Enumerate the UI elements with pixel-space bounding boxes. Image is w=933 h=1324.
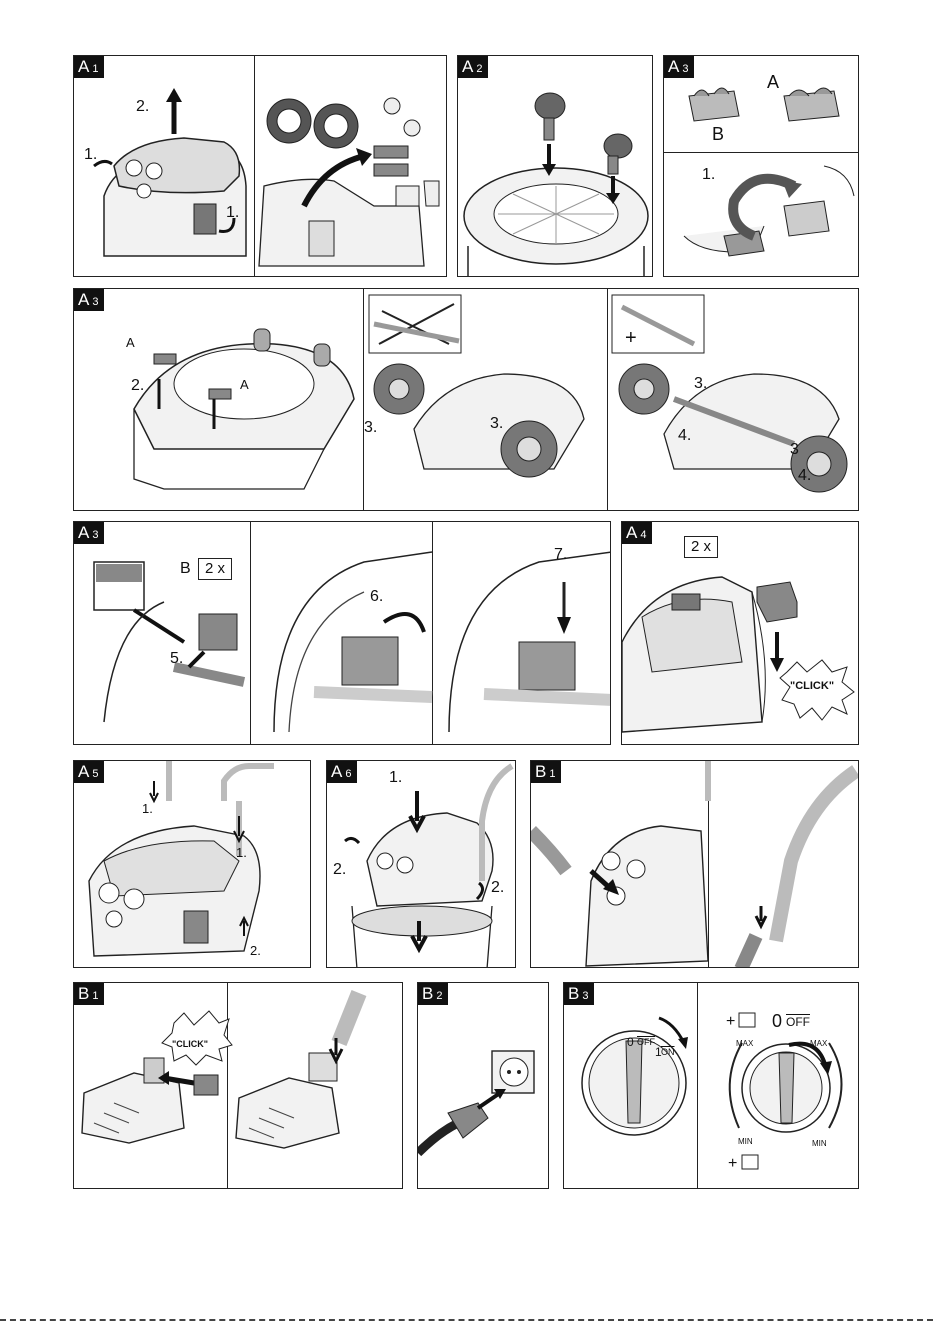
cover-cap-illustration	[622, 522, 859, 745]
step-label: 4.	[798, 467, 811, 485]
quantity-box: 2 x	[684, 536, 718, 558]
floor-nozzle-illustration	[74, 983, 403, 1189]
part-label-a: A	[126, 335, 135, 350]
power-plug-socket-illustration	[418, 983, 549, 1189]
wheel-clip-fitting-illustration	[74, 522, 611, 745]
step-label: 2.	[491, 879, 504, 897]
wheel-axle-assembly-illustration	[74, 289, 859, 511]
dial-max-left: MAX	[736, 1039, 753, 1048]
part-label-b: B	[180, 560, 191, 578]
step-label: 2.	[131, 377, 144, 395]
dial-max-right: MAX	[810, 1039, 827, 1048]
step-label: 2.	[333, 861, 346, 879]
step-label: 7.	[554, 546, 567, 564]
plus-sign: +	[625, 327, 637, 350]
part-label-b: B	[712, 124, 724, 145]
part-label-a: A	[240, 377, 249, 392]
vacuum-head-illustration	[74, 56, 447, 277]
dial-zero: 0	[772, 1011, 782, 1032]
step-label: 4.	[678, 427, 691, 445]
click-burst-text: "CLICK"	[172, 1039, 208, 1049]
dial-min-right: MIN	[812, 1139, 827, 1148]
handle-mounting-illustration	[74, 761, 311, 968]
step-label: 1.	[84, 146, 97, 164]
head-locking-illustration	[327, 761, 516, 968]
rotary-switch-illustration	[564, 983, 859, 1189]
step-label: 3.	[364, 419, 377, 437]
step-label: 1.	[389, 769, 402, 787]
step-label: 5.	[170, 650, 183, 668]
step-label: 3.	[490, 415, 503, 433]
step-label: 2.	[250, 943, 261, 958]
part-label-a: A	[767, 72, 779, 93]
cut-line	[0, 1319, 933, 1321]
step-label: 1.	[702, 166, 715, 184]
hose-connection-illustration	[531, 761, 859, 968]
dial-on-text: ON	[661, 1047, 675, 1057]
dial-off-text: OFF	[637, 1037, 655, 1047]
plus-sign: +	[728, 1155, 737, 1173]
plus-sign: +	[726, 1013, 735, 1031]
dial-min-left: MIN	[738, 1137, 753, 1146]
clip-parts-illustration	[664, 56, 859, 277]
quantity-box: 2 x	[198, 558, 232, 580]
dial-off-number: 0	[627, 1035, 634, 1049]
step-label: 2.	[136, 98, 149, 116]
step-label: 1.	[142, 801, 153, 816]
castor-insertion-illustration	[458, 56, 653, 277]
step-label: 3	[790, 441, 799, 459]
step-label: 3.	[694, 375, 707, 393]
step-label: 1.	[226, 204, 239, 222]
step-label: 6.	[370, 588, 383, 606]
dial-off-text: OFF	[786, 1015, 810, 1029]
step-label: 1.	[236, 845, 247, 860]
click-burst-text: "CLICK"	[790, 680, 834, 692]
